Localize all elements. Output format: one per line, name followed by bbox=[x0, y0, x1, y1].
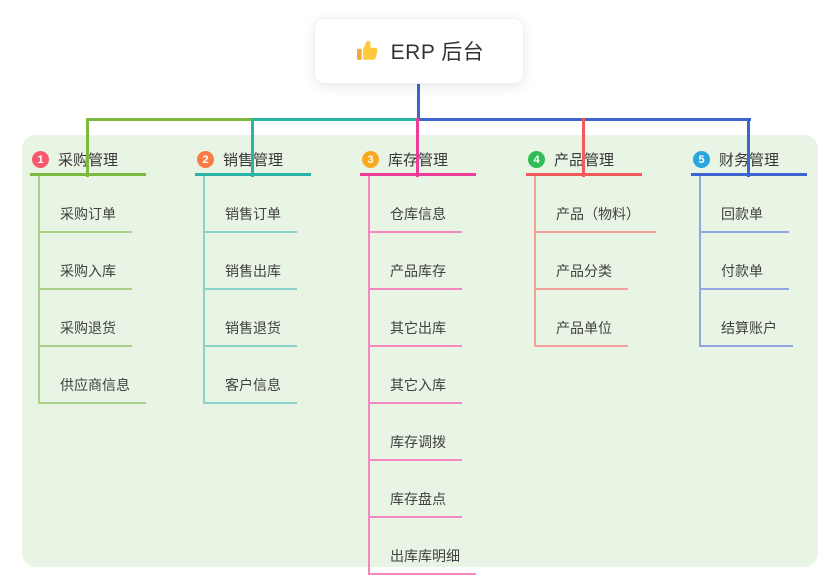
branch-index-badge: 3 bbox=[362, 151, 379, 168]
branch-connector-line bbox=[86, 118, 89, 177]
child-node-label: 供应商信息 bbox=[60, 377, 130, 393]
child-node-label: 产品分类 bbox=[556, 263, 612, 279]
child-node-label: 产品单位 bbox=[556, 320, 612, 336]
child-node-label: 其它出库 bbox=[390, 320, 446, 336]
root-node[interactable]: ERP 后台 bbox=[315, 19, 523, 83]
child-node[interactable]: 客户信息 bbox=[205, 347, 297, 404]
child-node-label: 销售出库 bbox=[225, 263, 281, 279]
child-node-label: 出库库明细 bbox=[390, 548, 460, 564]
child-node[interactable]: 其它入库 bbox=[370, 347, 462, 404]
child-node[interactable]: 仓库信息 bbox=[370, 176, 462, 233]
child-node[interactable]: 采购订单 bbox=[40, 176, 132, 233]
child-node[interactable]: 其它出库 bbox=[370, 290, 462, 347]
child-node[interactable]: 产品分类 bbox=[536, 233, 628, 290]
child-node-label: 产品库存 bbox=[390, 263, 446, 279]
branch-index-badge: 4 bbox=[528, 151, 545, 168]
child-node[interactable]: 库存调拨 bbox=[370, 404, 462, 461]
child-node-label: 产品（物料） bbox=[556, 206, 640, 222]
child-node-label: 仓库信息 bbox=[390, 206, 446, 222]
child-node[interactable]: 采购入库 bbox=[40, 233, 132, 290]
child-node[interactable]: 销售出库 bbox=[205, 233, 297, 290]
child-node[interactable]: 产品（物料） bbox=[536, 176, 656, 233]
branch-connector-line bbox=[251, 118, 254, 177]
child-node[interactable]: 销售订单 bbox=[205, 176, 297, 233]
child-node-label: 回款单 bbox=[721, 206, 763, 222]
branch-connector-line bbox=[747, 118, 750, 177]
child-node-label: 库存调拨 bbox=[390, 434, 446, 450]
child-node[interactable]: 产品库存 bbox=[370, 233, 462, 290]
branch-children: 产品（物料） 产品分类产品单位 bbox=[534, 176, 656, 347]
branch-children: 回款单付款单结算账户 bbox=[699, 176, 793, 347]
child-node-label: 采购入库 bbox=[60, 263, 116, 279]
branches-panel bbox=[22, 135, 818, 567]
child-node[interactable]: 库存盘点 bbox=[370, 461, 462, 518]
branch-children: 仓库信息产品库存其它出库其它入库库存调拨库存盘点出库库明细 bbox=[368, 176, 476, 575]
child-node[interactable]: 结算账户 bbox=[701, 290, 793, 347]
child-node-label: 采购订单 bbox=[60, 206, 116, 222]
child-node[interactable]: 产品单位 bbox=[536, 290, 628, 347]
branch-children: 采购订单采购入库采购退货供应商信息 bbox=[38, 176, 146, 404]
thumbs-up-icon bbox=[354, 38, 380, 64]
child-node[interactable]: 回款单 bbox=[701, 176, 789, 233]
connector-segment bbox=[87, 118, 253, 121]
branch-index-badge: 1 bbox=[32, 151, 49, 168]
branch-children: 销售订单销售出库销售退货客户信息 bbox=[203, 176, 297, 404]
child-node-label: 销售退货 bbox=[225, 320, 281, 336]
child-node-label: 客户信息 bbox=[225, 377, 281, 393]
child-node[interactable]: 供应商信息 bbox=[40, 347, 146, 404]
child-node-label: 库存盘点 bbox=[390, 491, 446, 507]
root-connector-line bbox=[417, 82, 420, 119]
child-node[interactable]: 采购退货 bbox=[40, 290, 132, 347]
branch-index-badge: 5 bbox=[693, 151, 710, 168]
branch-index-badge: 2 bbox=[197, 151, 214, 168]
child-node-label: 销售订单 bbox=[225, 206, 281, 222]
child-node-label: 其它入库 bbox=[390, 377, 446, 393]
child-node[interactable]: 销售退货 bbox=[205, 290, 297, 347]
branch-connector-line bbox=[582, 118, 585, 177]
child-node-label: 付款单 bbox=[721, 263, 763, 279]
child-node[interactable]: 出库库明细 bbox=[370, 518, 476, 575]
branch-connector-line bbox=[416, 118, 419, 177]
child-node-label: 结算账户 bbox=[721, 320, 777, 336]
child-node-label: 采购退货 bbox=[60, 320, 116, 336]
connector-segment bbox=[253, 118, 418, 121]
root-node-title: ERP 后台 bbox=[390, 41, 485, 64]
child-node[interactable]: 付款单 bbox=[701, 233, 789, 290]
